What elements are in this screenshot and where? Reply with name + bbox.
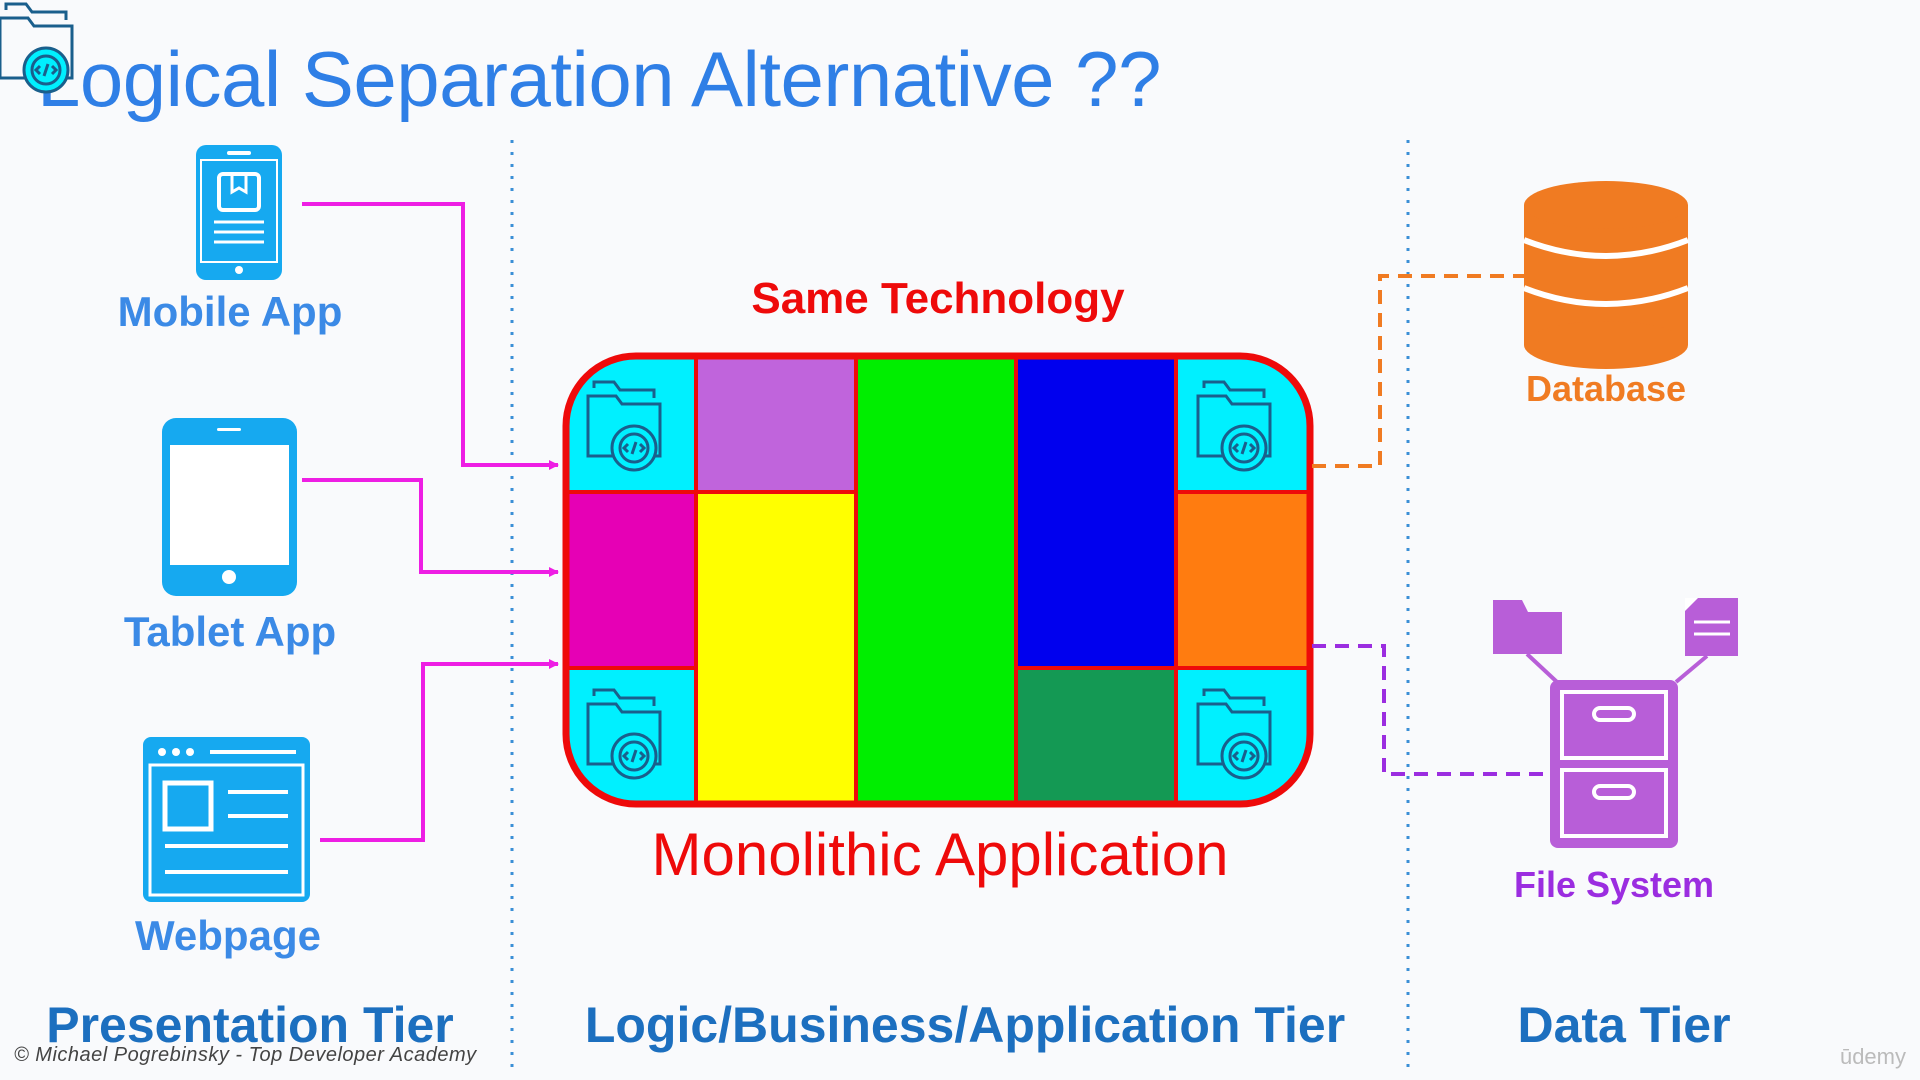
module-dark-green [1014, 666, 1178, 804]
copyright-notice: © Michael Pogrebinsky - Top Developer Ac… [14, 1044, 477, 1066]
tablet-app-label: Tablet App [123, 608, 337, 655]
database-icon [1522, 181, 1690, 369]
file-system-icon [1493, 598, 1738, 848]
monolithic-application-label: Monolithic Application [651, 821, 1229, 888]
folder-gear-icon [0, 2, 74, 94]
webpage-label: Webpage [135, 912, 321, 959]
database-connector [1312, 274, 1524, 468]
module-orange [1174, 490, 1310, 670]
data-tier-label: Data Tier [1517, 997, 1731, 1053]
file-system-connector [1312, 644, 1550, 776]
page-title: Logical Separation Alternative ?? [37, 35, 1161, 123]
presentation-tier-label: Presentation Tier [46, 997, 454, 1053]
module-blue [1014, 356, 1178, 670]
module-green [854, 356, 1018, 804]
web-connector-arrow [320, 659, 559, 842]
brand-watermark: ūdemy [1839, 1044, 1906, 1069]
database-label: Database [1525, 368, 1687, 409]
webpage-icon [143, 737, 310, 902]
file-system-label: File System [1513, 864, 1715, 905]
mobile-app-label: Mobile App [117, 288, 343, 335]
same-technology-label: Same Technology [751, 274, 1125, 323]
module-yellow [694, 490, 858, 804]
module-magenta [566, 490, 698, 670]
tablet-connector-arrow [302, 478, 559, 577]
tablet-icon [162, 418, 297, 596]
module-purple [694, 356, 858, 494]
logic-tier-label: Logic/Business/Application Tier [584, 997, 1346, 1053]
mobile-phone-icon [196, 145, 282, 280]
mobile-connector-arrow [302, 202, 559, 470]
